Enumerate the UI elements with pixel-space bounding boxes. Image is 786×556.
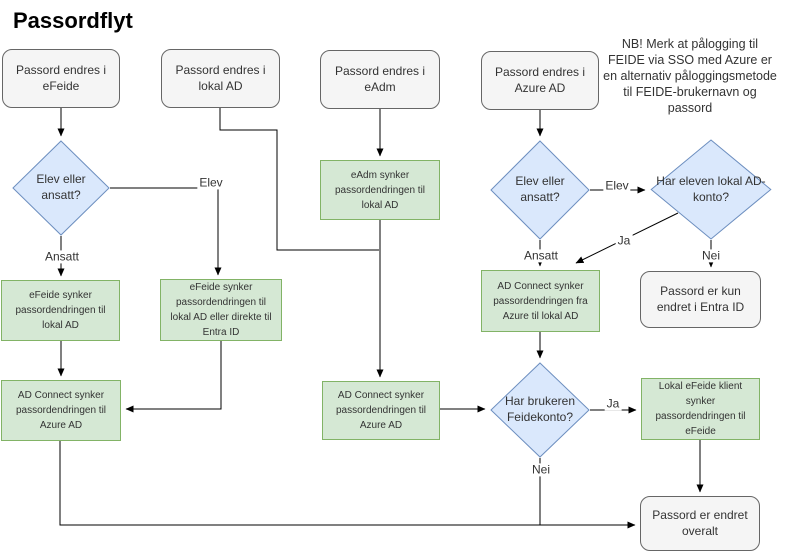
node-label: Passord er kun endret i Entra ID: [656, 283, 745, 314]
node-label: AD Connect synker passordendringen til A…: [15, 390, 107, 431]
diamond-shape: [12, 140, 110, 236]
edge-label-ja-feidekonto: Ja: [604, 396, 622, 411]
node-label: Passord endres i eAdm: [334, 63, 426, 94]
node-start-azure-ad: Passord endres i Azure AD: [481, 51, 599, 110]
node-label: Passord er endret overalt: [652, 507, 748, 538]
node-label: AD Connect synker passordendringen til A…: [335, 390, 427, 431]
note-text: NB! Merk at pålogging til FEIDE via SSO …: [603, 37, 777, 115]
edge-entra-to-adconnect: [125, 341, 222, 413]
edge-decision1-elev: [110, 187, 222, 276]
node-label: Har brukeren Feidekonto?: [504, 394, 576, 424]
edge-adconnectleft-to-end: [59, 441, 636, 529]
node-process-lokal-efeide-klient: Lokal eFeide klient synker passordendrin…: [641, 378, 760, 440]
node-process-eadm: eAdm synker passordendringen til lokal A…: [320, 160, 440, 220]
edge-label-nei-adkonto: Nei: [699, 248, 723, 263]
node-process-efeide-lokal-ad: eFeide synker passordendringen til lokal…: [1, 280, 120, 341]
node-label: Elev eller ansatt?: [36, 172, 86, 202]
node-decision-elev-ansatt-left: Elev eller ansatt?: [12, 140, 110, 236]
node-process-adconnect-mid: AD Connect synker passordendringen til A…: [322, 381, 440, 440]
node-label: Lokal eFeide klient synker passordendrin…: [655, 381, 746, 437]
node-decision-feidekonto: Har brukeren Feidekonto?: [490, 362, 590, 458]
node-label: eFeide synker passordendringen til lokal…: [170, 282, 272, 338]
edge-lokalad-merge: [219, 108, 379, 251]
diamond-shape: [650, 139, 772, 240]
node-label: eFeide synker passordendringen til lokal…: [15, 290, 106, 331]
edge-label-ansatt-left: Ansatt: [42, 249, 82, 264]
node-label: Elev eller ansatt?: [515, 174, 565, 204]
node-label: AD Connect synker passordendringen fra A…: [493, 280, 588, 322]
node-decision-lokal-ad-konto: Har eleven lokal AD-konto?: [650, 139, 772, 240]
node-start-eadm: Passord endres i eAdm: [320, 50, 440, 109]
diamond-shape: [490, 140, 590, 240]
edge-label-ansatt-right: Ansatt: [521, 248, 561, 263]
page-title: Passordflyt: [13, 8, 133, 33]
node-label: Passord endres i Azure AD: [494, 64, 586, 95]
node-end-overalt: Passord er endret overalt: [640, 496, 760, 551]
diamond-shape: [490, 362, 590, 458]
node-process-adconnect-left: AD Connect synker passordendringen til A…: [1, 380, 121, 441]
node-label: eAdm synker passordendringen til lokal A…: [334, 169, 426, 211]
edge-label-elev-right: Elev: [603, 178, 631, 193]
node-process-adconnect-fra-azure: AD Connect synker passordendringen fra A…: [481, 270, 600, 332]
node-start-lokal-ad: Passord endres i lokal AD: [161, 49, 280, 108]
edge-label-ja-adkonto: Ja: [615, 233, 633, 248]
node-label: Har eleven lokal AD-konto?: [656, 173, 766, 204]
node-process-efeide-entra: eFeide synker passordendringen til lokal…: [160, 279, 282, 341]
node-label: Passord endres i eFeide: [15, 62, 107, 93]
edge-label-elev-left: Elev: [197, 175, 225, 190]
edge-label-nei-feidekonto: Nei: [529, 462, 553, 477]
node-label: Passord endres i lokal AD: [175, 62, 266, 93]
node-end-entra: Passord er kun endret i Entra ID: [640, 271, 761, 328]
node-start-efeide: Passord endres i eFeide: [2, 49, 120, 108]
node-decision-elev-ansatt-right: Elev eller ansatt?: [490, 140, 590, 240]
